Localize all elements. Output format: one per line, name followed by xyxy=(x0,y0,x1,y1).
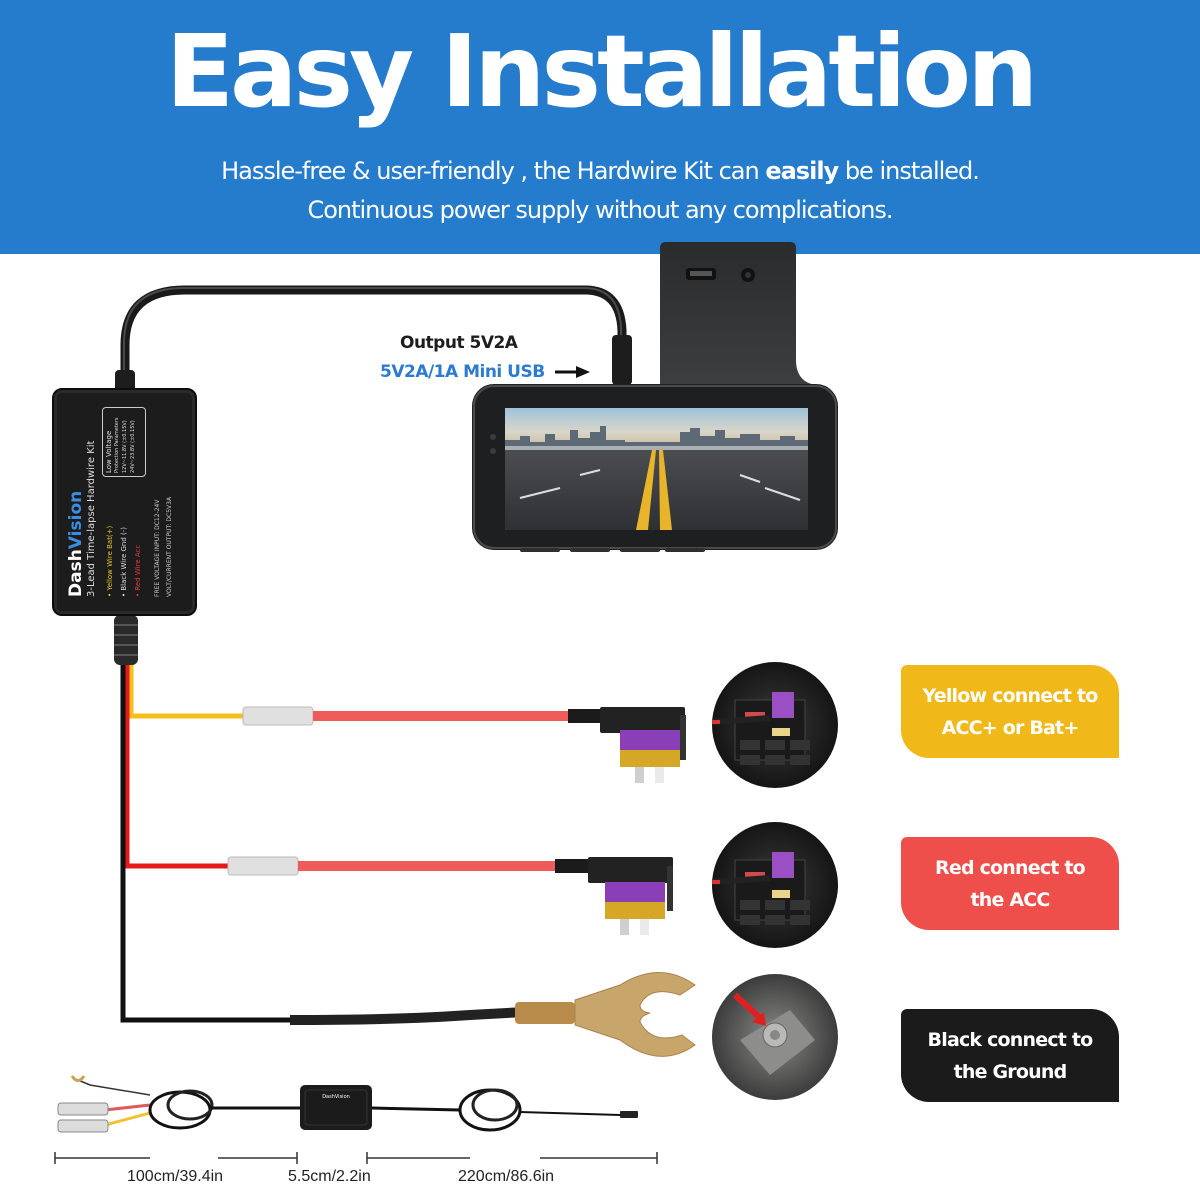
fuse-box-photo-1 xyxy=(712,662,838,788)
badge-text: ACC+ or Bat+ xyxy=(941,716,1080,739)
red-wire xyxy=(124,665,228,869)
measurement-lines xyxy=(54,1152,658,1164)
header-banner: Easy Installation Hassle-free & user-fri… xyxy=(0,0,1200,254)
measurement-5-5cm: 5.5cm/2.2in xyxy=(288,1168,371,1185)
power-cable xyxy=(115,285,632,397)
kit-output-text: VOLT/CURRENT OUTPUT: DC5V3A xyxy=(165,496,173,597)
subtitle-line-2: Continuous power supply without any comp… xyxy=(307,196,893,224)
black-connection-badge: Black connect to the Ground xyxy=(901,1009,1119,1102)
hardwire-kit-box: DashVision 3-Lead Time-lapse Hardwire Ki… xyxy=(52,388,197,616)
fuse-box-photo-2 xyxy=(712,822,838,948)
badge-text: the ACC xyxy=(970,888,1050,911)
brand-suffix: Vision xyxy=(65,490,86,550)
kit-label: DashVision 3-Lead Time-lapse Hardwire Ki… xyxy=(60,397,190,607)
subtitle-line-1: Hassle-free & user-friendly , the Hardwi… xyxy=(0,156,1200,186)
kit-protection-params: Low Voltage Protection Parameters 12V~11… xyxy=(101,407,146,477)
param-24v: 24V~23.8V (±0.15V) xyxy=(129,420,136,473)
badge-text: Black connect to xyxy=(927,1028,1094,1051)
kit-black-wire-text: • Black Wire Gnd (-) xyxy=(119,526,128,597)
badge-text: Red connect to xyxy=(935,856,1086,879)
kit-model: 3-Lead Time-lapse Hardwire Kit xyxy=(85,440,97,597)
subtitle-text: be installed. xyxy=(838,157,980,185)
output-label: Output 5V2A xyxy=(400,333,518,353)
param-12v: 12V~11.8V (±0.15V) xyxy=(121,420,128,473)
black-wire xyxy=(120,665,290,1023)
spade-terminal xyxy=(289,972,696,1057)
params-subtitle: Protection Parameters xyxy=(113,417,120,473)
badge-text: the Ground xyxy=(953,1060,1068,1083)
measurement-220cm: 220cm/86.6in xyxy=(458,1168,555,1185)
strain-relief xyxy=(114,615,138,665)
params-title: Low Voltage xyxy=(104,430,113,473)
kit-yellow-wire-text: • Yellow Wire Bat(+) xyxy=(105,525,114,597)
badge-text: Yellow connect to xyxy=(922,684,1099,707)
page-title: Easy Installation xyxy=(165,13,1039,130)
ground-bolt-photo xyxy=(712,974,838,1100)
subtitle-emphasis: easily xyxy=(765,157,839,185)
kit-red-wire-text: • Red Wire Acc xyxy=(133,544,142,597)
arrow-right-icon xyxy=(555,366,590,378)
product-photo: DashVision xyxy=(57,1075,638,1133)
subtitle-text: Hassle-free & user-friendly , the Hardwi… xyxy=(221,157,766,185)
kit-input-text: FREE VOLTAGE INPUT: DC12-24V xyxy=(153,499,161,597)
yellow-wire xyxy=(128,665,243,719)
mini-usb-label: 5V2A/1A Mini USB xyxy=(380,362,545,382)
yellow-connection-badge: Yellow connect to ACC+ or Bat+ xyxy=(901,665,1119,758)
fuse-tap-yellow xyxy=(242,706,686,783)
dashcam xyxy=(472,242,838,552)
fuse-tap-red xyxy=(227,856,673,935)
red-connection-badge: Red connect to the ACC xyxy=(901,837,1119,930)
brand-prefix: Dash xyxy=(65,549,86,597)
svg-text:DashVision: DashVision xyxy=(322,1094,350,1100)
kit-brand: DashVision xyxy=(66,491,86,597)
measurement-100cm: 100cm/39.4in xyxy=(127,1168,224,1185)
